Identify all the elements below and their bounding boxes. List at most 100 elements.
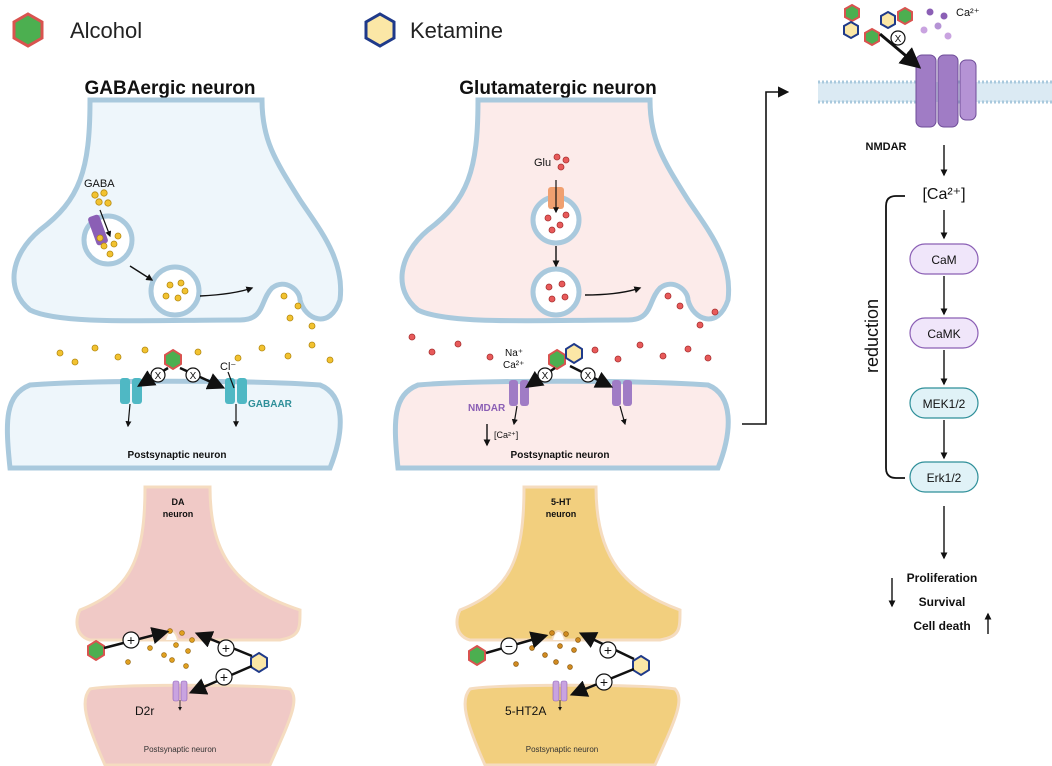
glu-dots: [408, 153, 719, 363]
gaba-dots: [56, 189, 334, 368]
da-title-line1: DA: [172, 497, 185, 507]
gaba-vesicle-2: [148, 264, 202, 318]
da-presynaptic-neuron: [75, 485, 302, 642]
gaba-receptor-1-flow-arrow: [125, 403, 132, 428]
glu-postsynaptic-neuron: [392, 378, 731, 471]
pathway-step-cam: [909, 243, 979, 275]
glu-vesicle-2: [530, 266, 582, 318]
gaba-receptor-label: GABAAR: [248, 399, 293, 410]
gaba-ion-label: Cl⁻: [220, 361, 236, 373]
gaba-block-icon-1: [150, 367, 166, 383]
inset-ketamine-hexagon-icon-2: [880, 10, 896, 30]
glu-release-arrow: [584, 286, 642, 296]
ht-alcohol-hexagon-icon: [468, 644, 486, 667]
glu-receptor-label: NMDAR: [468, 403, 506, 414]
glu-block-icon-1: [537, 367, 553, 383]
gaba-block-symbol-2: X: [190, 371, 197, 382]
inset-block-symbol: X: [895, 34, 902, 45]
ht-ketamine-hexagon-icon: [632, 654, 650, 677]
gaba-uptake-arrow: [99, 209, 112, 238]
inset-ca-dots: [920, 8, 952, 40]
glu-panel-title: Glutamatergic neuron: [459, 78, 656, 99]
glu-receptor-1: [509, 380, 529, 406]
glu-block-symbol-1: X: [542, 371, 549, 382]
glu-ca-label: [Ca²⁺]: [494, 430, 518, 440]
gaba-block-symbol-1: X: [155, 371, 162, 382]
ht-sign-icon-2: [599, 641, 617, 659]
outcome-survival: Survival: [919, 595, 966, 609]
da-sign-icon-1: [122, 631, 140, 649]
nmdar-channel: [915, 54, 977, 128]
gaba-cl-arrow: [227, 371, 235, 389]
legend: Alcohol Ketamine: [12, 12, 503, 48]
da-dots: [125, 628, 195, 669]
ht-postsynaptic-neuron: [463, 683, 681, 766]
alcohol-hexagon-icon: [12, 12, 44, 48]
inset-ketamine-hexagon-icon-1: [843, 20, 859, 40]
glu-to-nmdar-connector: [742, 86, 790, 425]
ht-presynaptic-neuron: [455, 485, 682, 642]
gaba-alcohol-hexagon-icon: [164, 348, 182, 371]
da-postsynaptic-label: Postsynaptic neuron: [144, 745, 217, 754]
pathway-step-erk: [909, 461, 979, 493]
glu-receptor-1-flow-arrow: [511, 405, 518, 426]
glu-transmitter-label: Glu: [534, 157, 551, 169]
ht-sign-icon-1: [500, 637, 518, 655]
pathway-step-mek-label: MEK1/2: [923, 397, 966, 411]
gaba-block-icon-2: [185, 367, 201, 383]
pathway-ca-level: [Ca²⁺]: [922, 186, 965, 203]
ht-sign-1: −: [505, 638, 513, 654]
pathway-step-cam-label: CaM: [931, 253, 956, 267]
da-sign-icon-3: [215, 668, 233, 686]
ht-release-notch: [551, 630, 566, 641]
gaba-release-arrow: [199, 286, 254, 297]
pathway-step-erk-label: Erk1/2: [927, 471, 962, 485]
glu-ions-ca-label: Ca²⁺: [503, 360, 524, 371]
glu-block-symbol-2: X: [585, 371, 592, 382]
gaba-panel-title: GABAergic neuron: [84, 78, 255, 99]
ht-postsynaptic-label: Postsynaptic neuron: [526, 745, 599, 754]
ht-receptor-label: 5-HT2A: [505, 704, 546, 718]
pathway-step-camk-label: CaMK: [927, 327, 960, 341]
gaba-transmitter-label: GABA: [84, 178, 115, 190]
gaba-panel: GABAergic neuron GABA: [4, 78, 344, 471]
inset-alcohol-hexagon-icon-2: [864, 27, 880, 47]
gaba-postsynaptic-label: Postsynaptic neuron: [128, 450, 227, 461]
ht-title-line2: neuron: [546, 509, 577, 519]
reduction-label: reduction: [862, 299, 882, 373]
inset-block-arrow: [879, 32, 922, 69]
glu-alcohol-hexagon-icon: [548, 348, 566, 371]
da-receptor: [172, 680, 188, 702]
inset-ca-label: Ca²⁺: [956, 7, 980, 19]
da-sign-2: +: [222, 640, 230, 656]
inset-block-icon: [890, 30, 906, 46]
da-panel: DA neuron D2r Postsynaptic neuron + + +: [75, 485, 302, 766]
da-alcohol-hexagon-icon: [87, 639, 105, 662]
da-receptor-label: D2r: [135, 704, 154, 718]
gaba-presynaptic-terminal: [11, 97, 344, 324]
da-sign-1: +: [127, 632, 135, 648]
ht-title-line1: 5-HT: [551, 497, 572, 507]
da-postsynaptic-neuron: [83, 683, 296, 766]
legend-ketamine-label: Ketamine: [410, 18, 503, 43]
ht-receptor: [552, 680, 568, 702]
reduction-bracket: [885, 195, 905, 479]
da-title-line2: neuron: [163, 509, 194, 519]
glu-panel: Glutamatergic neuron Glu Na⁺ Ca²⁺: [392, 78, 732, 471]
ht-sign-icon-3: [595, 673, 613, 691]
inset-alcohol-hexagon-icon-1: [844, 3, 860, 23]
da-sign-3: +: [220, 669, 228, 685]
outcome-cell-death: Cell death: [913, 619, 970, 633]
ketamine-hexagon-icon: [364, 12, 396, 48]
inset-alcohol-hexagon-icon-3: [897, 6, 913, 26]
legend-alcohol-label: Alcohol: [70, 18, 142, 43]
pathway-panel: Ca²⁺ X NMDAR [Ca²⁺] CaM CaMK MEK1/2 Erk1…: [818, 3, 1052, 634]
glu-block-icon-2: [580, 367, 596, 383]
glu-ions-na-label: Na⁺: [505, 348, 523, 359]
glu-receptor-2-flow-arrow: [619, 405, 627, 426]
pathway-step-mek: [909, 387, 979, 419]
da-ketamine-hexagon-icon: [250, 651, 268, 674]
gaba-vesicle-move-arrow: [129, 265, 154, 281]
ht-sign-2: +: [604, 642, 612, 658]
